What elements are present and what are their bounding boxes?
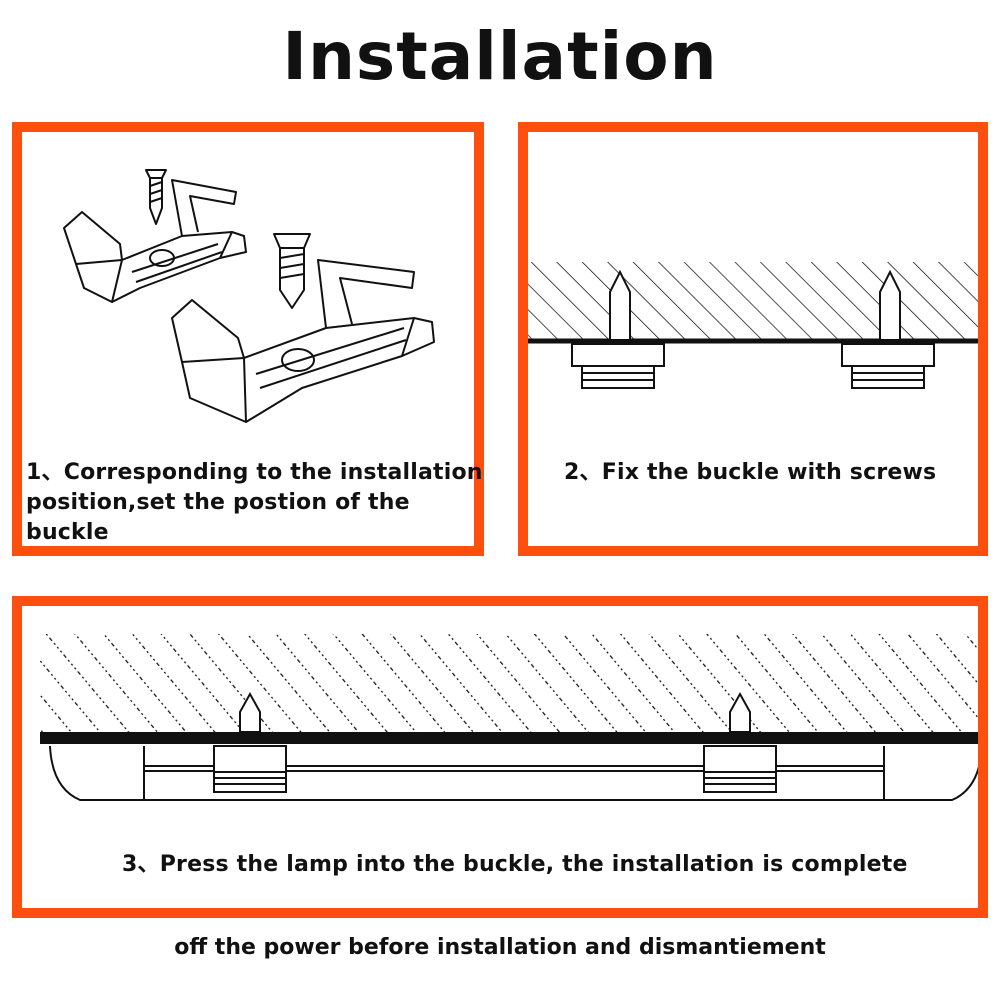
buckle-clip-icon (63, 179, 247, 303)
buckle-clip-icon (213, 745, 287, 793)
safety-footer-note: off the power before installation and di… (174, 935, 826, 960)
screw-icon (879, 269, 901, 341)
step-3-caption: 3、Press the lamp into the buckle, the in… (122, 850, 982, 880)
ceiling-hatch (528, 262, 978, 340)
buckle-illustration (63, 169, 435, 423)
screw-icon (145, 169, 167, 225)
step-2-caption: 2、Fix the buckle with screws (564, 458, 984, 488)
step-2-number: 2、 (564, 460, 602, 485)
step-1-number: 1、 (26, 460, 64, 485)
buckle-clip-icon (703, 745, 777, 793)
step-1-caption: 1、Corresponding to the installation posi… (26, 458, 486, 548)
step-2-panel: 2、Fix the buckle with screws (518, 122, 988, 556)
ceiling-hatch (40, 634, 978, 734)
screw-icon (273, 233, 311, 309)
lamp-installed-illustration (40, 634, 978, 801)
screw-fix-illustration (528, 262, 978, 389)
page-title: Installation (282, 18, 718, 95)
screw-icon (729, 691, 751, 733)
lamp-body (49, 745, 978, 801)
step-3-number: 3、 (122, 852, 160, 877)
step-1-text-line2: position,set the postion of the buckle (26, 490, 410, 545)
buckle-clip-icon (171, 259, 435, 423)
step-1-text-line1: Corresponding to the installation (63, 460, 483, 485)
screw-icon (239, 691, 261, 733)
step-1-panel: 1、Corresponding to the installation posi… (12, 122, 484, 556)
screw-icon (609, 269, 631, 341)
buckle-clip-icon (841, 343, 935, 389)
step-3-panel: 3、Press the lamp into the buckle, the in… (12, 596, 988, 918)
buckle-clip-icon (571, 343, 665, 389)
step-3-text: Press the lamp into the buckle, the inst… (159, 852, 908, 877)
step-2-text: Fix the buckle with screws (601, 460, 937, 485)
